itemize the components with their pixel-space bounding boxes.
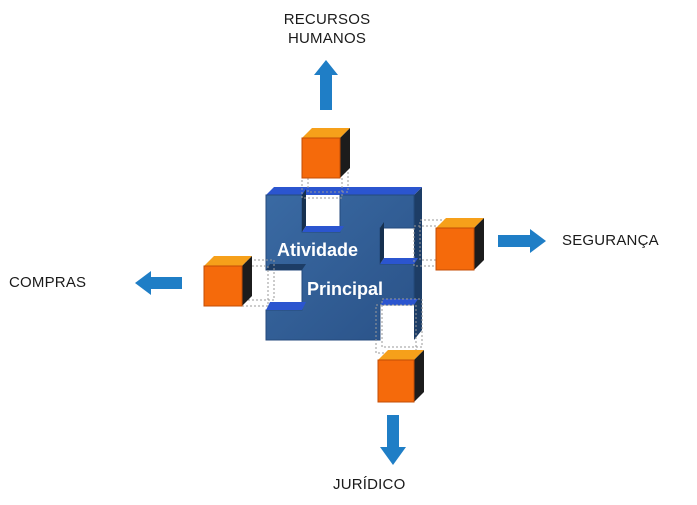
label-top-line2: HUMANOS [287, 30, 367, 47]
arrow-left-icon [135, 271, 182, 295]
notch-top-ledge [302, 226, 344, 232]
label-seguranca: SEGURANÇA [562, 232, 659, 249]
main-block-top [266, 187, 422, 195]
center-label-line2: Principal [307, 279, 384, 299]
notch-left-ledge [266, 302, 306, 310]
label-compras: COMPRAS [9, 274, 87, 291]
notch-left-shadow [266, 264, 306, 270]
notch-bottom-ledge [380, 299, 418, 305]
notch-right-ledge [380, 258, 418, 264]
label-recursos-humanos: RECURSOS HUMANOS [262, 10, 392, 48]
label-top-line1: RECURSOS [283, 11, 371, 28]
arrow-up-icon [314, 60, 338, 110]
notch-top-shadow [302, 189, 306, 232]
label-juridico: JURÍDICO [333, 476, 406, 493]
center-label-line1: Atividade [277, 240, 359, 260]
arrow-down-icon [380, 415, 406, 465]
cube-top [301, 128, 350, 179]
cube-right [435, 218, 484, 271]
arrow-right-icon [498, 229, 546, 253]
notch-right-shadow [380, 222, 384, 264]
cube-bottom [377, 350, 424, 403]
main-block-side [414, 187, 422, 340]
main-activity-block [265, 187, 422, 341]
cube-left [203, 256, 252, 307]
